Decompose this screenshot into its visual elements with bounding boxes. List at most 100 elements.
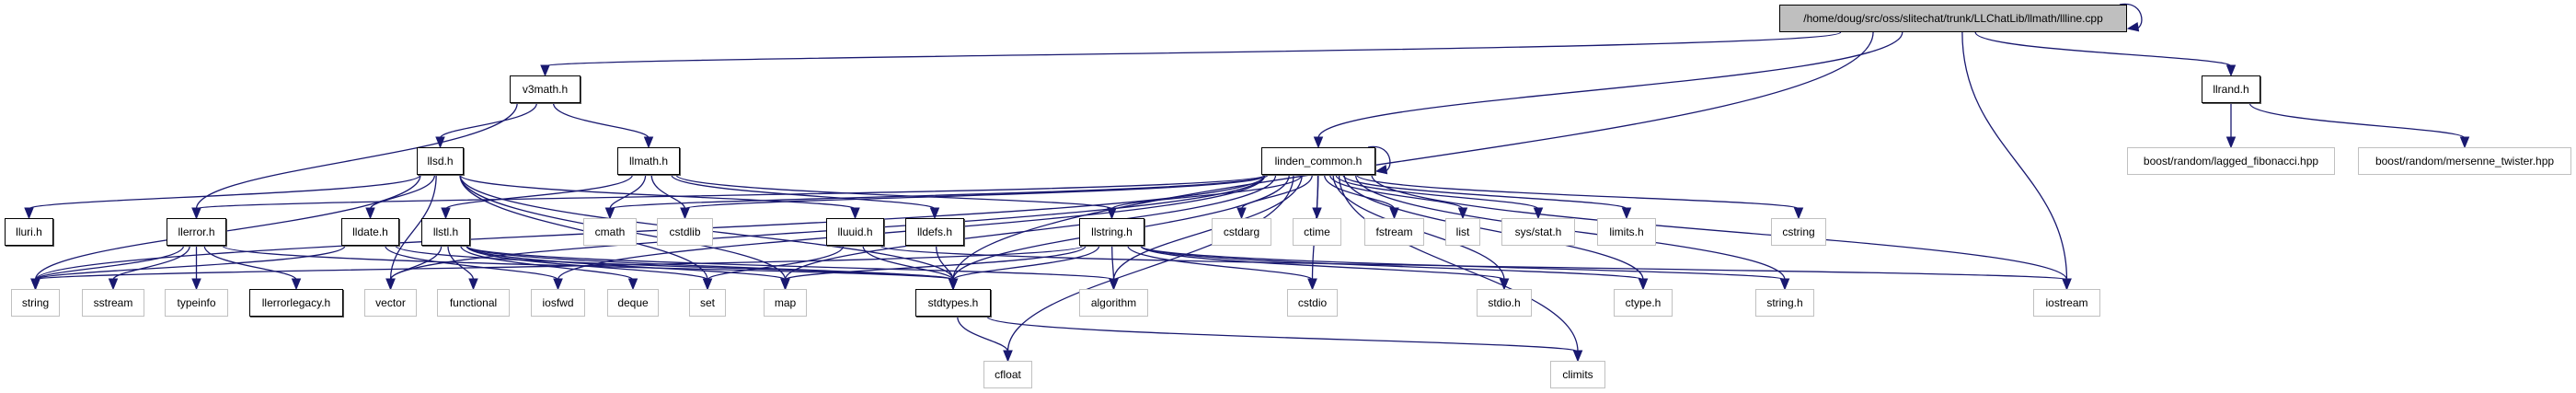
edge-linden-common-to-limits [1342, 174, 1627, 210]
edge-root-to-stdtypes [952, 31, 1874, 281]
edge-llstring-to-stdio-arrowhead [1499, 278, 1510, 291]
edge-llmath-to-llstl [444, 174, 634, 210]
edge-lldate-to-string [34, 245, 346, 281]
edge-linden-common-to-cmath-arrowhead [604, 207, 615, 220]
edge-llmath-to-llstring [675, 174, 1113, 210]
edge-root-to-v3math [544, 31, 1842, 67]
node-llstring[interactable]: llstring.h [1079, 218, 1144, 246]
edge-root-to-llrand [1974, 31, 2232, 67]
node-string-h: string.h [1755, 289, 1814, 317]
edge-lldate-to-iosfwd [385, 245, 559, 281]
edge-llstl-to-functional [447, 245, 475, 281]
edge-linden-common-to-sysstat [1335, 174, 1539, 210]
node-functional: functional [437, 289, 510, 317]
edge-linden-common-to-fstream [1323, 174, 1396, 210]
edge-linden-common-to-cstdlib-arrowhead [680, 207, 690, 220]
node-typeinfo: typeinfo [165, 289, 228, 317]
edge-llstring-to-stdtypes [952, 245, 1100, 281]
edge-root-to-root-arrowhead [2126, 22, 2140, 32]
edge-linden-common-to-cstdarg-arrowhead [1236, 207, 1247, 220]
edge-linden-common-to-string [34, 174, 1266, 281]
edge-root-to-llrand-arrowhead [2225, 64, 2237, 77]
edge-llstring-to-algorithm-arrowhead [1109, 278, 1119, 291]
node-v3math[interactable]: v3math.h [510, 75, 581, 103]
node-llerror[interactable]: llerror.h [167, 218, 226, 246]
edge-llmath-to-llstl-arrowhead [441, 207, 451, 220]
edge-llstring-to-string-arrowhead [30, 278, 40, 291]
node-set: set [689, 289, 726, 317]
node-lldefs[interactable]: lldefs.h [905, 218, 964, 246]
node-llerrorlegacy[interactable]: llerrorlegacy.h [249, 289, 343, 317]
edge-llstl-to-functional-arrowhead [468, 278, 478, 291]
edge-stdtypes-to-climits [986, 316, 1579, 353]
node-iosfwd: iosfwd [531, 289, 585, 317]
edge-llerror-to-typeinfo-arrowhead [191, 278, 201, 291]
edge-llsd-to-lluri [28, 174, 421, 210]
edge-linden-common-to-cstdarg [1240, 174, 1313, 210]
edge-linden-common-to-climits [1338, 174, 1579, 353]
edge-linden-common-to-list [1328, 174, 1464, 210]
edge-llerror-to-string [34, 245, 185, 281]
edge-llerror-to-llerrorlegacy [203, 245, 297, 281]
edge-llmath-to-lldefs-arrowhead [929, 207, 940, 220]
edge-llstring-to-stdio [1140, 245, 1505, 281]
edge-lluuid-to-set [707, 245, 845, 281]
edge-llstring-to-ctype-arrowhead [1638, 278, 1649, 291]
node-deque: deque [607, 289, 659, 317]
node-root[interactable]: /home/doug/src/oss/slitechat/trunk/LLCha… [1779, 5, 2127, 32]
node-llmath[interactable]: llmath.h [617, 147, 680, 175]
node-llsd[interactable]: llsd.h [417, 147, 464, 175]
node-cstdarg: cstdarg [1212, 218, 1271, 246]
edge-linden-common-to-llstring [1110, 174, 1303, 210]
edge-llmath-to-cmath [609, 174, 647, 210]
node-stdtypes[interactable]: stdtypes.h [915, 289, 991, 317]
edge-linden-common-to-ctype [1343, 174, 1644, 281]
edge-llsd-to-lldate-arrowhead [365, 207, 375, 220]
node-iostream: iostream [2033, 289, 2100, 317]
node-stdio: stdio.h [1477, 289, 1532, 317]
node-lldate[interactable]: lldate.h [341, 218, 399, 246]
node-linden-common[interactable]: linden_common.h [1261, 147, 1375, 175]
edge-stdtypes-to-climits-arrowhead [1572, 350, 1583, 363]
edge-llstring-to-string [34, 245, 1084, 281]
edge-linden-common-to-fstream-arrowhead [1389, 207, 1399, 220]
edge-llsd-to-lldate [369, 174, 436, 210]
node-lluri[interactable]: lluri.h [5, 218, 53, 246]
edge-lluuid-to-set-arrowhead [702, 278, 713, 291]
node-sstream: sstream [82, 289, 144, 317]
edge-linden-common-to-limits-arrowhead [1621, 207, 1632, 220]
edge-linden-common-to-cmath [609, 174, 1266, 210]
edge-stdtypes-to-cfloat-arrowhead [1003, 350, 1013, 363]
edge-lldate-to-iosfwd-arrowhead [553, 278, 563, 291]
node-lluuid[interactable]: lluuid.h [826, 218, 884, 246]
node-llrand[interactable]: llrand.h [2202, 75, 2260, 103]
node-cmath: cmath [583, 218, 637, 246]
edge-linden-common-to-llerror [195, 174, 1266, 210]
node-climits: climits [1550, 361, 1605, 388]
node-ctime: ctime [1293, 218, 1341, 246]
node-llstl[interactable]: llstl.h [421, 218, 470, 246]
edge-llsd-to-string [34, 174, 421, 281]
edge-root-to-linden-common-arrowhead [1313, 136, 1324, 149]
edge-linden-common-to-cstring [1356, 174, 1800, 210]
node-limits: limits.h [1597, 218, 1656, 246]
edge-stdtypes-to-cfloat [957, 316, 1009, 353]
edge-linden-common-to-algorithm [1112, 174, 1303, 281]
node-sysstat: sys/stat.h [1501, 218, 1575, 246]
node-ctype: ctype.h [1614, 289, 1673, 317]
node-map: map [764, 289, 807, 317]
node-mersenne: boost/random/mersenne_twister.hpp [2358, 147, 2571, 175]
node-fstream: fstream [1364, 218, 1424, 246]
edge-root-to-v3math-arrowhead [540, 64, 550, 77]
edge-llstring-to-cstdio-arrowhead [1307, 278, 1317, 291]
edge-llsd-to-lluuid-arrowhead [850, 207, 860, 220]
edge-linden-common-to-sysstat-arrowhead [1533, 207, 1544, 220]
node-string: string [11, 289, 60, 317]
edge-llsd-to-lluri-arrowhead [24, 207, 34, 220]
node-lagged: boost/random/lagged_fibonacci.hpp [2127, 147, 2335, 175]
edge-llstring-to-string-h [1140, 245, 1786, 281]
edge-llsd-to-vector [389, 174, 437, 281]
edge-llmath-to-lldefs [671, 174, 936, 210]
